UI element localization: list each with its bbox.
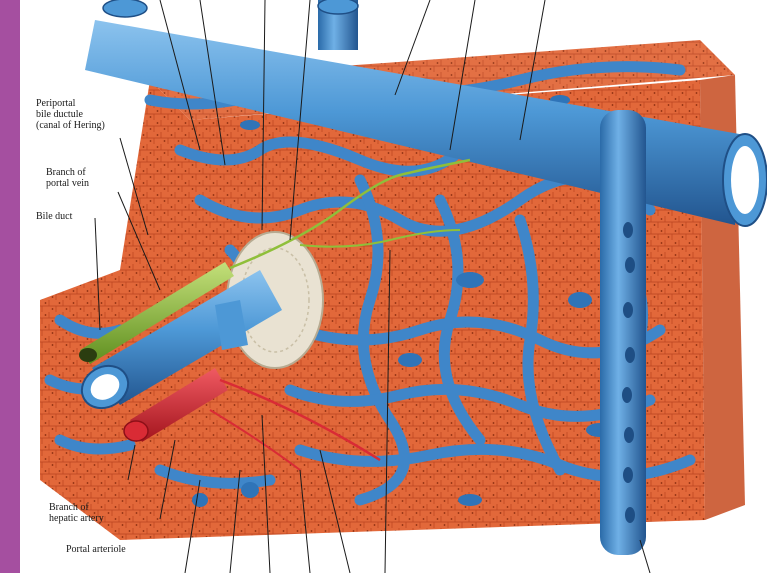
- label-bile-duct: Bile duct: [36, 211, 72, 222]
- label-periportal-bile-ductule: Periportal bile ductule (canal of Hering…: [36, 98, 105, 131]
- label-branch-of-portal-vein: Branch of portal vein: [46, 167, 89, 189]
- vertical-vein-icon: [600, 110, 646, 555]
- label-branch-of-hepatic-artery: Branch of hepatic artery: [49, 502, 104, 524]
- label-portal-arteriole: Portal arteriole: [66, 544, 126, 555]
- side-border: [0, 0, 20, 573]
